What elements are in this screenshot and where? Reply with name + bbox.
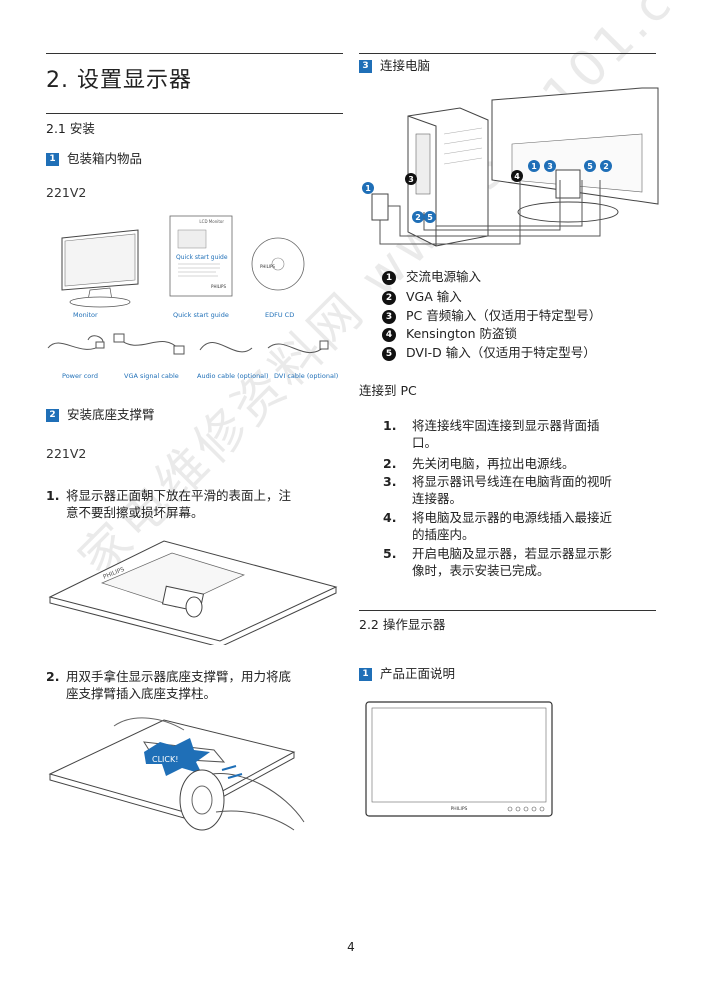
subsection-label: 产品正面说明 [380,666,456,681]
svg-text:PHILIPS: PHILIPS [260,264,275,269]
caption-dvi: DVI cable (optional) [274,372,339,380]
subsection-label: 包装箱内物品 [67,151,143,166]
svg-text:2: 2 [603,162,609,171]
caption-monitor: Monitor [73,311,98,319]
svg-text:5: 5 [587,162,593,171]
caption-vga: VGA signal cable [124,372,179,380]
guide-header-text: LCD Monitor [199,219,224,224]
caption-audio: Audio cable (optional) [197,372,269,380]
subsection-connect: 3 连接电脑 [359,55,430,74]
title-rule [46,53,343,54]
model-label: 221V2 [46,185,87,200]
page-number: 4 [347,940,355,954]
caption-cd: EDFU CD [265,311,295,319]
svg-text:1: 1 [365,184,371,193]
subsection-front: 1 产品正面说明 [359,663,455,682]
svg-text:2: 2 [415,213,421,222]
subsection-number-badge: 1 [46,153,59,166]
guide-title-text: Quick start guide [176,254,228,261]
svg-text:3: 3 [547,162,553,171]
face-down-illustration: PHILIPS [48,540,338,645]
subsection-number-badge: 1 [359,668,372,681]
model-label: 221V2 [46,446,87,461]
svg-text:1: 1 [531,162,537,171]
subsection-label: 安装底座支撑臂 [67,407,155,422]
front-brand-text: PHILIPS [451,806,468,812]
monitor-illustration [61,229,139,308]
subsection-label: 连接电脑 [380,58,431,73]
guide-illustration: LCD Monitor Quick start guide PHILIPS [169,215,233,297]
monitor-front-illustration: PHILIPS [365,701,553,817]
caption-power: Power cord [62,372,98,380]
connect-to-pc-heading: 连接到 PC [359,383,417,398]
subsection-base: 2 安装底座支撑臂 [46,404,155,423]
svg-text:4: 4 [514,172,520,181]
package-contents-illustration: LCD Monitor Quick start guide PHILIPS PH… [47,215,329,355]
right-top-rule [359,53,656,54]
section-heading-22: 2.2 操作显示器 [359,617,446,632]
cables-illustration [47,333,329,355]
svg-text:5: 5 [427,213,433,222]
click-label: CLICK! [152,755,178,764]
page-title: 2. 设置显示器 [46,68,192,93]
cd-illustration: PHILIPS [251,237,305,291]
svg-text:3: 3 [408,175,414,184]
connection-diagram: 1 3 2 5 4 1 3 5 2 [362,87,659,247]
attach-base-illustration: CLICK! [48,717,305,831]
subsection-number-badge: 3 [359,60,372,73]
subsection-package: 1 包装箱内物品 [46,148,142,167]
caption-guide: Quick start guide [173,311,229,319]
section-heading-21: 2.1 安装 [46,121,95,136]
section-rule [46,113,343,114]
section-rule-22 [359,610,656,611]
subsection-number-badge: 2 [46,409,59,422]
guide-brand-text: PHILIPS [211,284,226,289]
